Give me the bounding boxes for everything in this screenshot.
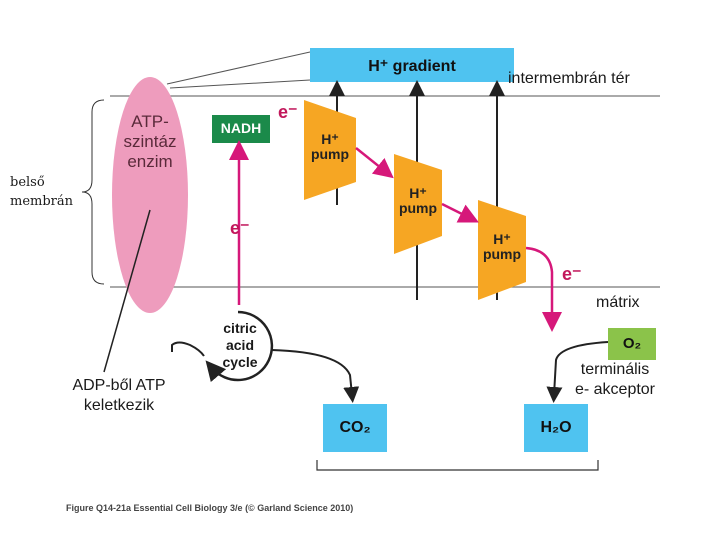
figure-caption: Figure Q14-21a Essential Cell Biology 3/… [66,503,354,513]
electron-label-terminal: e⁻ [562,264,582,284]
inner-membrane-line-2: membrán [10,194,74,209]
h2o-box [524,404,588,452]
electron-label-cycle: e⁻ [230,218,250,238]
citric-cycle-line-2: acid [225,337,254,353]
pump-label-1: H⁺ pump [306,132,354,162]
gradient-lead-line-top [166,51,311,85]
electron-path-1 [355,147,394,179]
inner-membrane-brace [81,99,105,285]
atp-synthase-line-1: ATP- [131,112,169,131]
co2-output-arrow [271,349,360,403]
terminal-acceptor-line-1: terminális [580,361,650,378]
h2o-label: H₂O [540,419,572,436]
o2-to-h2o-arrow [546,341,609,403]
pump-shape-2 [394,154,442,254]
intermembrane-label: intermembrán tér [508,70,630,87]
citric-cycle-line-1: citric [223,320,257,336]
pump-label-2: H⁺ pump [394,186,442,216]
citric-cycle-label: citric acid cycle [210,320,270,371]
co2-box [323,404,387,452]
co2-label: CO₂ [339,419,371,436]
atp-synthase-label: ATP- szintáz enzim [112,112,188,172]
inner-membrane-label: belső membrán [10,173,73,211]
atp-synthase-line-3: enzim [127,152,173,171]
atp-synthase-line-2: szintáz [123,132,177,151]
terminal-acceptor-line-2: e- akceptor [574,381,656,398]
electron-path-3 [525,246,562,332]
terminal-acceptor-label: terminális e- akceptor [560,360,670,400]
citric-cycle-line-3: cycle [222,354,258,370]
nadh-label: NADH [220,120,262,136]
atp-synthase-ellipse [112,77,188,313]
citric-cycle-input-curve [171,341,205,357]
inner-membrane-line-1: belső [10,175,45,190]
nadh-box [212,115,270,143]
electron-label-nadh: e⁻ [278,102,298,122]
pump-2-line-1: H⁺ [409,185,427,201]
pump-3-line-1: H⁺ [493,231,511,247]
adp-atp-line-1: ADP-ből ATP [72,377,166,394]
adp-pointer-line [103,209,151,373]
o2-box [608,328,656,360]
pump-1-line-1: H⁺ [321,131,339,147]
o2-label: O₂ [622,335,642,352]
h-gradient-box [310,48,514,82]
gradient-lead-line-bottom [169,79,311,89]
products-bracket [316,460,599,471]
matrix-label: mátrix [596,294,640,311]
pump-1-line-2: pump [310,146,350,162]
citric-cycle-circle [205,310,274,383]
pump-label-3: H⁺ pump [478,232,526,262]
adp-atp-line-2: keletkezik [83,397,155,414]
pump-2-line-2: pump [398,200,438,216]
pump-shape-1 [304,100,356,200]
electron-path-2 [441,202,479,223]
h-gradient-label: H⁺ gradient [368,58,456,75]
pump-3-line-2: pump [482,246,522,262]
pump-shape-3 [478,200,526,300]
adp-atp-label: ADP-ből ATP keletkezik [54,376,184,416]
